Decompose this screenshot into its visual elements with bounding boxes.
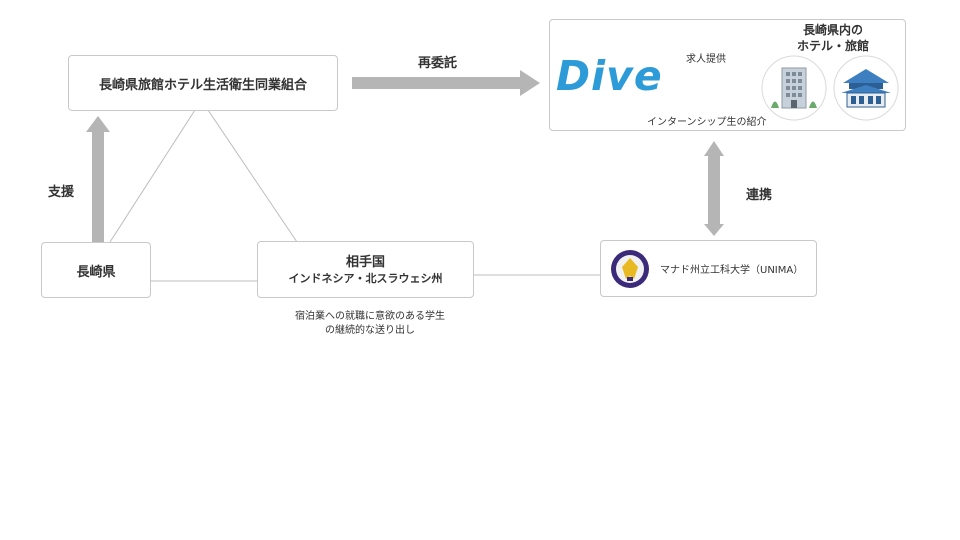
reconsign-arrow	[352, 70, 540, 96]
hotels-title-line2: ホテル・旅館	[796, 39, 869, 53]
partner-title: 相手国	[345, 254, 385, 270]
unima-logo-icon	[611, 249, 649, 288]
university-box: マナド州立工科大学（UNIMA）	[600, 240, 817, 297]
prefecture-label: 長崎県	[76, 264, 116, 280]
note-line2: の継続的な送り出し	[325, 325, 415, 336]
support-label: 支援	[48, 185, 75, 200]
connector-prefecture-association	[109, 109, 196, 243]
hotels-title: 長崎県内の ホテル・旅館	[768, 22, 898, 54]
partner-subtitle: インドネシア・北スラウェシ州	[288, 271, 443, 285]
association-box: 長崎県旅館ホテル生活衛生同業組合	[68, 55, 338, 111]
support-arrow	[86, 116, 110, 242]
university-label: マナド州立工科大学（UNIMA）	[660, 265, 804, 276]
dive-logo: Dive	[556, 52, 663, 100]
internship-label: インターンシップ生の紹介	[647, 117, 767, 128]
reconsign-label: 再委託	[418, 56, 458, 71]
note-line1: 宿泊業への就職に意欲のある学生	[295, 311, 445, 322]
ryokan-building-icon	[833, 55, 899, 121]
job-offer-label: 求人提供	[686, 54, 726, 65]
prefecture-box: 長崎県	[41, 242, 151, 298]
hotels-title-line1: 長崎県内の	[802, 23, 863, 37]
collaboration-label: 連携	[746, 188, 773, 203]
connector-association-partner	[207, 109, 298, 243]
partner-box: 相手国 インドネシア・北スラウェシ州	[257, 241, 474, 298]
note-text: 宿泊業への就職に意欲のある学生 の継続的な送り出し	[285, 310, 455, 338]
association-label: 長崎県旅館ホテル生活衛生同業組合	[98, 77, 307, 93]
hotel-building-icon	[761, 55, 827, 121]
collaboration-double-arrow	[704, 141, 724, 236]
